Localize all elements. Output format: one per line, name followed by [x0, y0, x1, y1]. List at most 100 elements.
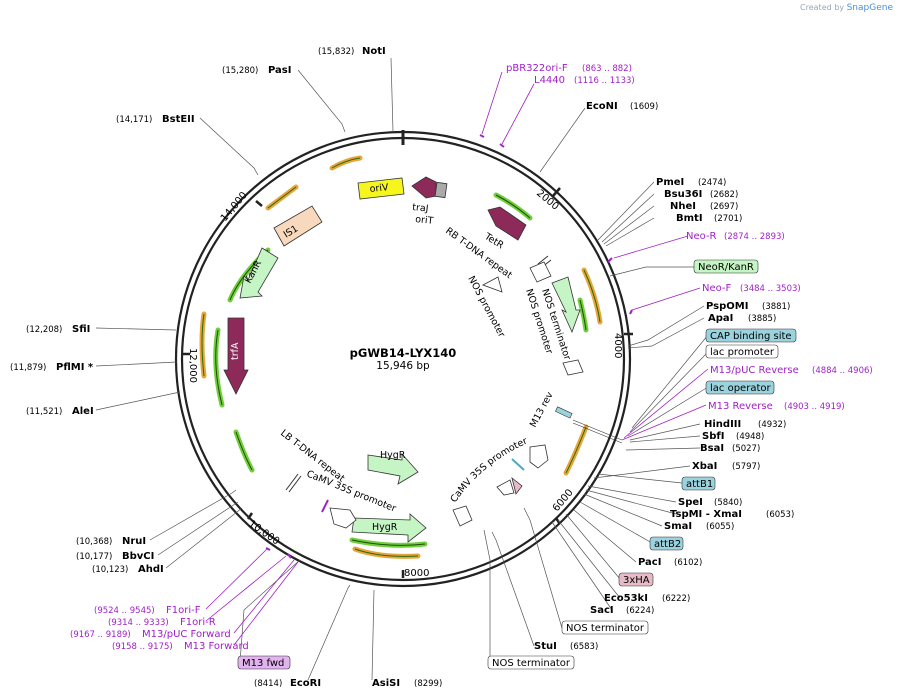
- enzyme-PasI: PasI: [268, 65, 291, 76]
- enzyme-pos-PasI: (15,280): [222, 66, 258, 76]
- oriT-feature: [434, 181, 448, 199]
- KanR-feature: [239, 247, 279, 299]
- label-lac-operator: lac operator: [710, 383, 771, 394]
- primer-Neo-R: Neo-R: [686, 231, 717, 242]
- enzyme-pos-HindIII: (4932): [758, 420, 786, 430]
- primer-pBR322ori-F: pBR322ori-F: [506, 63, 568, 74]
- enzyme-pos-NotI: (15,832): [318, 47, 354, 57]
- label-attB1: attB1: [686, 479, 713, 490]
- RB-feature: [537, 255, 549, 265]
- feature-leaders: [239, 266, 709, 663]
- enzyme-pos-Eco53kI: (6222): [662, 594, 690, 604]
- CaMV-35S-promoter-1-label: CaMV 35S promoter: [305, 469, 398, 515]
- enzyme-pos-AsiSI: (8299): [414, 679, 442, 689]
- enzyme-pos-SbfI: (4948): [736, 432, 764, 442]
- enzyme-pos-ApaI: (3885): [748, 314, 776, 324]
- enzyme-pos-EcoNI: (1609): [630, 102, 658, 112]
- enzyme-pos-BsaI: (5027): [732, 444, 760, 454]
- 3xHA-feature: [511, 476, 523, 495]
- enzyme-NruI: NruI: [122, 536, 146, 547]
- enzyme-pos-PflMI: (11,879): [10, 363, 46, 373]
- enzyme-HindIII: HindIII: [704, 419, 741, 430]
- box-NeoR-KanR: [693, 259, 759, 274]
- box-attB1: [681, 476, 716, 491]
- enzyme-leaders: [95, 57, 705, 681]
- box-lac-promoter: [705, 344, 779, 359]
- enzyme-SpeI: SpeI: [678, 497, 703, 508]
- box-CAP-binding-site: [705, 328, 797, 343]
- trfA-label: trfA: [230, 342, 241, 360]
- NOS-terminator-feature: [562, 359, 584, 376]
- LB-feature: [285, 473, 299, 491]
- primer-pos-L4440: (1116 .. 1133): [574, 76, 635, 86]
- box-3xHA: [618, 572, 654, 587]
- traJ-feature: [411, 176, 437, 199]
- plasmid-size: 15,946 bp: [376, 360, 430, 372]
- label-NOS-terminator-2: NOS terminator: [492, 658, 571, 669]
- enzyme-PflMI: PflMI *: [56, 362, 94, 373]
- enzyme-EcoNI: EcoNI: [586, 101, 618, 112]
- TetR-label: TetR: [482, 231, 506, 252]
- enzyme-pos-SacI: (6224): [626, 606, 654, 616]
- primer-pos-F1ori-R: (9314 .. 9333): [108, 618, 169, 628]
- enzyme-pos-Bsu36I: (2682): [710, 190, 738, 200]
- snapgene-watermark: Created by SnapGene: [800, 3, 893, 13]
- traJ-label: traJ: [412, 202, 429, 215]
- tick-label-4000: 4000: [612, 333, 623, 358]
- enzyme-pos-BmtI: (2701): [714, 214, 742, 224]
- enzyme-pos-AleI: (11,521): [26, 407, 62, 417]
- enzyme-AsiSI: AsiSI: [372, 678, 400, 689]
- enzyme-pos-BstEII: (14,171): [116, 115, 152, 125]
- attB-feature: [511, 458, 525, 471]
- label-NOS-terminator-1: NOS terminator: [566, 623, 645, 634]
- CaMV-35S-promoter-2-label: CaMV 35S promoter: [448, 436, 529, 505]
- trfA-feature: [223, 317, 249, 395]
- enzyme-pos-BbvCI: (10,177): [76, 552, 112, 562]
- primer-F1ori-F: F1ori-F: [166, 605, 201, 616]
- enzyme-SacI: SacI: [590, 605, 614, 616]
- box-NOS-terminator-2: [487, 655, 575, 670]
- enzyme-pos-PacI: (6102): [674, 558, 702, 568]
- enzyme-pos-NruI: (10,368): [76, 537, 112, 547]
- enzyme-PacI: PacI: [638, 557, 661, 568]
- enzyme-pos-TspMI-XmaI: (6053): [766, 510, 794, 520]
- label-3xHA: 3xHA: [623, 575, 650, 586]
- enzyme-XbaI: XbaI: [692, 461, 717, 472]
- enzyme-PmeI: PmeI: [656, 177, 684, 188]
- enzyme-pos-EcoRI: (8414): [254, 679, 282, 689]
- primer-pos-M13-pUC-Reverse: (4884 .. 4906): [812, 366, 873, 376]
- primer-L4440: L4440: [534, 75, 565, 86]
- primer-pos-M13-Reverse: (4903 .. 4919): [784, 402, 845, 412]
- oriV-feature: [357, 177, 405, 200]
- IS1-feature: [273, 205, 323, 247]
- primer-M13-pUC-Reverse: M13/pUC Reverse: [710, 365, 799, 376]
- enzyme-pos-SfiI: (12,208): [26, 325, 62, 335]
- HygR-1-feature: [367, 452, 419, 485]
- NOS-promoter-2-feature: [482, 276, 503, 293]
- orange-feature-outlines: [201, 157, 601, 557]
- label-lac-promoter: lac promoter: [710, 347, 775, 358]
- label-NeoR-KanR: NeoR/KanR: [698, 262, 754, 273]
- HygR-2-feature: [351, 513, 427, 543]
- enzyme-BstEII: BstEII: [162, 114, 195, 125]
- TetR-feature: [487, 206, 527, 241]
- tick-label-14000: 14,000: [219, 190, 250, 224]
- plasmid-name: pGWB14-LYX140: [350, 346, 457, 360]
- enzyme-pos-XbaI: (5797): [732, 462, 760, 472]
- primer-F1ori-R: F1ori-R: [180, 617, 216, 628]
- primer-marks: [265, 134, 633, 559]
- NOS-promoter-1-feature: [529, 261, 552, 283]
- enzyme-ApaI: ApaI: [708, 313, 733, 324]
- tick-marks: [182, 187, 633, 578]
- M13-rev-label: M13 rev: [528, 390, 556, 429]
- enzyme-NotI: NotI: [362, 46, 386, 57]
- enzyme-pos-SpeI: (5840): [714, 498, 742, 508]
- label-attB2: attB2: [654, 539, 681, 550]
- enzyme-TspMI-XmaI: TspMI - XmaI: [670, 509, 742, 520]
- enzyme-EcoRI: EcoRI: [290, 678, 321, 689]
- tick-label-8000: 8000: [404, 568, 429, 579]
- enzyme-StuI: StuI: [534, 641, 557, 652]
- HygR-1-label: HygR: [380, 450, 406, 461]
- primer-Neo-F: Neo-F: [702, 283, 732, 294]
